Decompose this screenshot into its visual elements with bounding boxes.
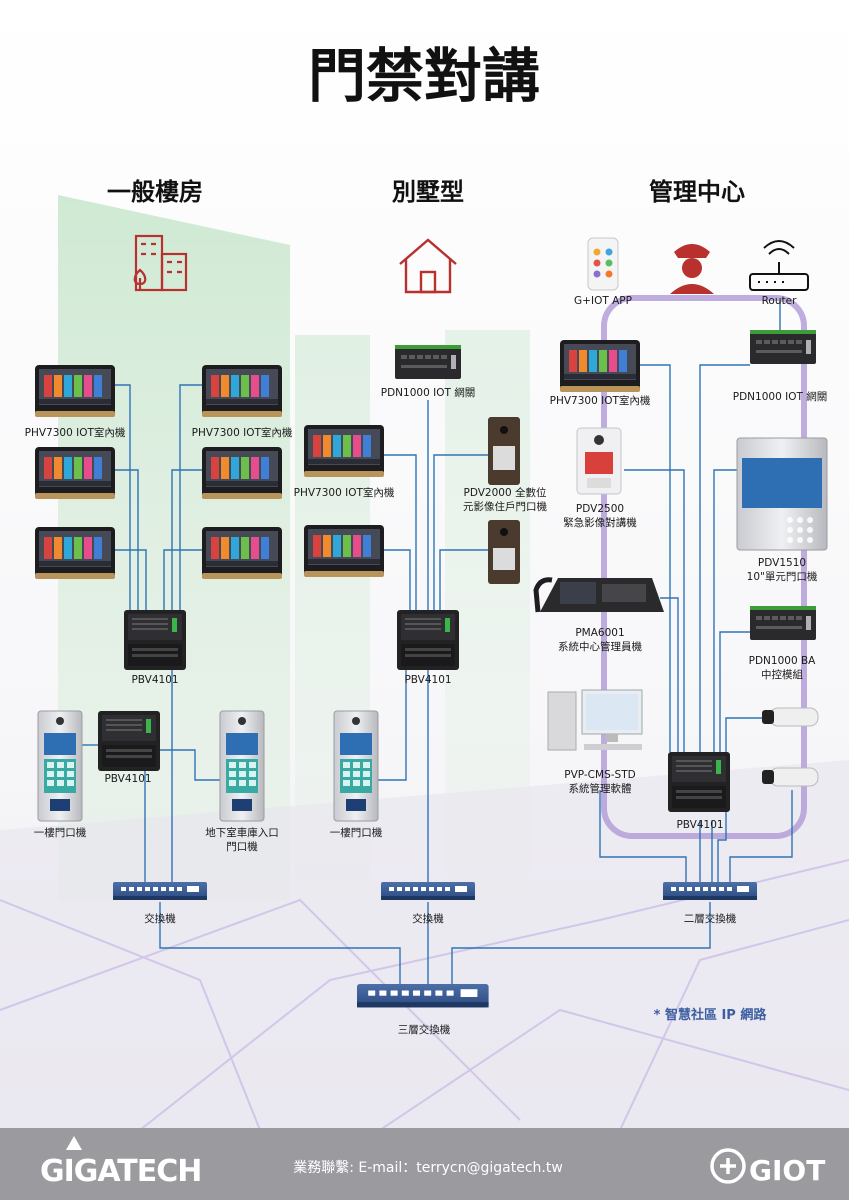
label-pbv4101-lower: PBV4101 xyxy=(104,773,151,785)
indoor-monitor xyxy=(35,527,115,579)
poster-title: 門禁對講 xyxy=(308,42,540,110)
label-router: Router xyxy=(762,295,797,307)
network-switch xyxy=(113,882,207,900)
label-pdn1000-villa: PDN1000 IOT 網關 xyxy=(381,386,475,399)
door-station xyxy=(219,710,265,822)
indoor-monitor xyxy=(202,365,282,417)
brand-right: GIOT xyxy=(749,1154,825,1187)
label-phv7300-right: PHV7300 IOT室內機 xyxy=(192,426,293,439)
footer-bar xyxy=(0,1128,849,1200)
pbv4101-box xyxy=(668,752,730,812)
building-icon xyxy=(133,234,188,292)
label-pdv2000-2: 元影像住戶門口機 xyxy=(463,500,547,513)
management-pc xyxy=(547,689,643,751)
gateway-box xyxy=(750,330,816,364)
door-station xyxy=(333,710,379,822)
section-building-title: 一般樓房 xyxy=(107,178,203,206)
pbv4101-box xyxy=(397,610,459,670)
label-switch-l2: 二層交換機 xyxy=(684,912,737,925)
indoor-monitor xyxy=(35,447,115,499)
giot-logo-mark xyxy=(710,1148,746,1184)
label-pma6001-2: 系統中心管理員機 xyxy=(558,640,642,653)
villa-door-station xyxy=(488,520,520,584)
pbv4101-box xyxy=(124,610,186,670)
label-phv7300-villa: PHV7300 IOT室內機 xyxy=(294,486,395,499)
label-pdv2500-2: 緊急影像對講機 xyxy=(563,516,637,529)
indoor-monitor xyxy=(202,447,282,499)
network-switch xyxy=(381,882,475,900)
manager-console xyxy=(533,577,664,613)
label-pvp-2: 系統管理軟體 xyxy=(569,782,632,795)
label-pbv4101-villa: PBV4101 xyxy=(404,674,451,686)
label-basement-door-2: 門口機 xyxy=(226,840,258,853)
network-switch xyxy=(663,882,757,900)
gateway-box xyxy=(750,606,816,640)
door-station xyxy=(37,710,83,822)
router-icon xyxy=(749,240,809,291)
section-management-title: 管理中心 xyxy=(649,178,745,206)
label-ground-door-a: 一樓門口機 xyxy=(34,826,87,839)
unit-door-station xyxy=(736,437,828,551)
label-pbv4101-mgmt: PBV4101 xyxy=(676,819,723,831)
wiring xyxy=(82,300,793,984)
label-switch-villa: 交換機 xyxy=(412,912,444,925)
gateway-box xyxy=(395,345,461,379)
label-pbv4101-building: PBV4101 xyxy=(131,674,178,686)
gigatech-logo-mark xyxy=(66,1136,82,1150)
ip-camera xyxy=(762,707,819,727)
emergency-intercom xyxy=(576,427,622,495)
label-pdn1000-mgmt: PDN1000 IOT 網關 xyxy=(733,390,827,403)
label-switch-l3: 三層交換機 xyxy=(398,1023,451,1036)
villa-door-station xyxy=(488,417,520,485)
label-pdn1000ba-2: 中控模組 xyxy=(761,668,803,681)
indoor-monitor xyxy=(35,365,115,417)
label-pvp-1: PVP-CMS-STD xyxy=(564,769,635,781)
label-pdv2000-1: PDV2000 全數位 xyxy=(464,486,547,499)
core-switch xyxy=(357,984,489,1008)
smartphone-icon xyxy=(587,237,619,291)
ip-camera xyxy=(762,767,819,787)
pbv4101-box xyxy=(98,711,160,771)
label-pdv1510-1: PDV1510 xyxy=(758,557,806,569)
indoor-monitor xyxy=(560,340,640,392)
label-ground-door-b: 一樓門口機 xyxy=(330,826,383,839)
label-switch-building: 交換機 xyxy=(144,912,176,925)
label-app: G+IOT APP xyxy=(574,295,632,307)
indoor-monitor xyxy=(304,425,384,477)
label-pdv1510-2: 10"單元門口機 xyxy=(747,570,818,583)
network-note: * 智慧社區 IP 網路 xyxy=(654,1007,768,1023)
label-phv7300-mgmt: PHV7300 IOT室內機 xyxy=(550,394,651,407)
label-pma6001-1: PMA6001 xyxy=(575,627,624,639)
indoor-monitor xyxy=(202,527,282,579)
brand-left: GIGATECH xyxy=(40,1154,201,1189)
indoor-monitor xyxy=(304,525,384,577)
label-basement-door-1: 地下室車庫入口 xyxy=(205,826,279,839)
security-guard-icon xyxy=(670,244,714,294)
house-icon xyxy=(399,238,457,294)
contact-text: 業務聯繫: E-mail：terrycn@gigatech.tw xyxy=(293,1160,563,1176)
label-pdv2500-1: PDV2500 xyxy=(576,503,624,515)
section-villa-title: 別墅型 xyxy=(392,178,464,206)
label-phv7300-left: PHV7300 IOT室內機 xyxy=(25,426,126,439)
label-pdn1000ba-1: PDN1000 BA xyxy=(749,655,817,667)
